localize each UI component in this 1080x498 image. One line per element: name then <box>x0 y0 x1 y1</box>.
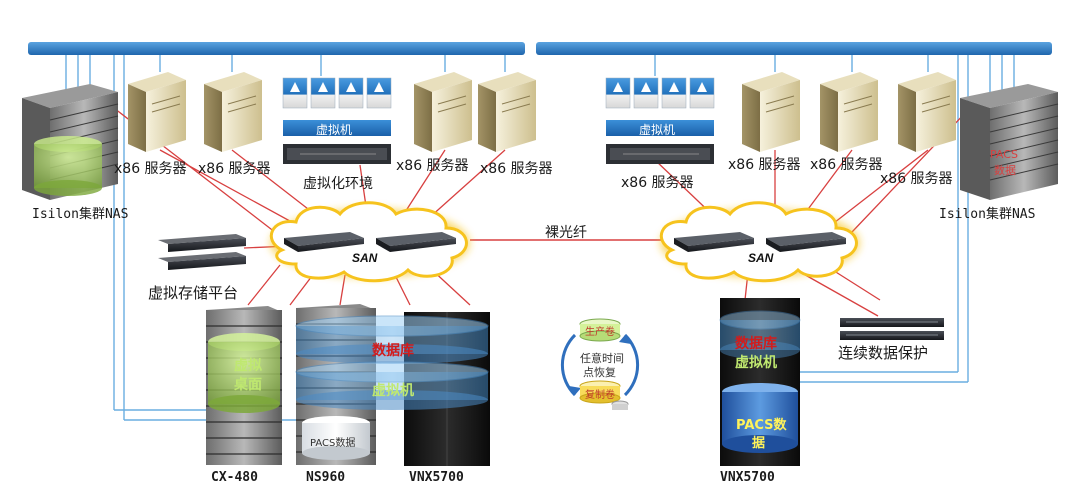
backbone-bus-left <box>28 42 525 55</box>
server-label-5: x86 服务器 <box>621 175 694 191</box>
virtualization-stack-left <box>282 77 392 164</box>
virtualization-stack-right <box>605 77 715 164</box>
san-switch-right-b <box>766 232 846 252</box>
isilon-nas-right-label: Isilon集群NAS <box>939 207 1036 222</box>
vm-store-label: 虚拟机 <box>372 383 414 399</box>
cdp-label: 连续数据保护 <box>838 344 929 362</box>
pacs-red-label-2: 数据 <box>994 164 1016 177</box>
server-tower-4 <box>478 72 536 152</box>
san-left-label: SAN <box>352 251 378 265</box>
virtual-desktop-label-2: 桌面 <box>234 377 262 393</box>
isilon-nas-left <box>22 84 119 200</box>
isilon-nas-right <box>960 84 1059 200</box>
cdp-appliance <box>840 318 944 340</box>
backbone-bus-right <box>536 42 1052 55</box>
pacs-data-label-1: PACS数 <box>736 418 787 433</box>
right-database-label: 数据库 <box>735 336 777 352</box>
server-label-7: x86 服务器 <box>810 157 883 173</box>
vnx5700-right-rack <box>719 298 801 466</box>
pacs-red-label-1: PACS <box>990 148 1018 161</box>
virtual-desktop-label-1: 虚拟 <box>234 358 262 374</box>
server-tower-1 <box>128 72 186 152</box>
isilon-nas-left-label: Isilon集群NAS <box>32 207 129 222</box>
server-label-6: x86 服务器 <box>728 157 801 173</box>
san-right-label: SAN <box>748 251 774 265</box>
vnx5700-right-label: VNX5700 <box>720 470 775 485</box>
database-cylinder <box>295 315 489 364</box>
san-switch-left-b <box>376 232 456 252</box>
san-cloud-left <box>269 201 470 283</box>
server-tower-2 <box>204 72 262 152</box>
recovery-label-1: 任意时间 <box>580 352 624 365</box>
vm-bar-left-label: 虚拟机 <box>316 123 353 137</box>
recovery-loop <box>560 318 640 410</box>
virtualization-env-label: 虚拟化环境 <box>303 176 373 192</box>
vm-cylinder <box>295 361 489 410</box>
server-label-4: x86 服务器 <box>480 161 553 177</box>
database-label: 数据库 <box>372 343 414 359</box>
virtual-storage-appliance <box>158 234 246 270</box>
san-cloud-right <box>659 201 860 283</box>
prod-volume-label: 生产卷 <box>585 327 615 338</box>
server-tower-7 <box>898 72 956 152</box>
server-label-8: x86 服务器 <box>880 171 953 187</box>
recovery-label-2: 点恢复 <box>583 366 616 379</box>
ns960-label: NS960 <box>306 470 346 485</box>
pacs-data-label-2: 据 <box>752 436 766 451</box>
pacs-data-small-label: PACS数据 <box>310 438 356 449</box>
server-label-3: x86 服务器 <box>396 158 469 174</box>
cx480-label: CX-480 <box>211 470 258 485</box>
server-label-1: x86 服务器 <box>114 161 187 177</box>
virtual-storage-platform-label: 虚拟存储平台 <box>148 284 239 302</box>
cx480-rack <box>206 306 282 465</box>
server-tower-3 <box>414 72 472 152</box>
vnx5700-left-label: VNX5700 <box>409 470 464 485</box>
san-switch-right-a <box>674 232 754 252</box>
right-vm-label: 虚拟机 <box>735 355 777 371</box>
server-tower-5 <box>742 72 800 152</box>
san-switch-left-a <box>284 232 364 252</box>
server-label-2: x86 服务器 <box>198 161 271 177</box>
vm-bar-right-label: 虚拟机 <box>639 123 676 137</box>
bare-fiber-label: 裸光纤 <box>545 225 587 241</box>
copy-volume-label: 复制卷 <box>585 390 615 401</box>
server-tower-6 <box>820 72 878 152</box>
